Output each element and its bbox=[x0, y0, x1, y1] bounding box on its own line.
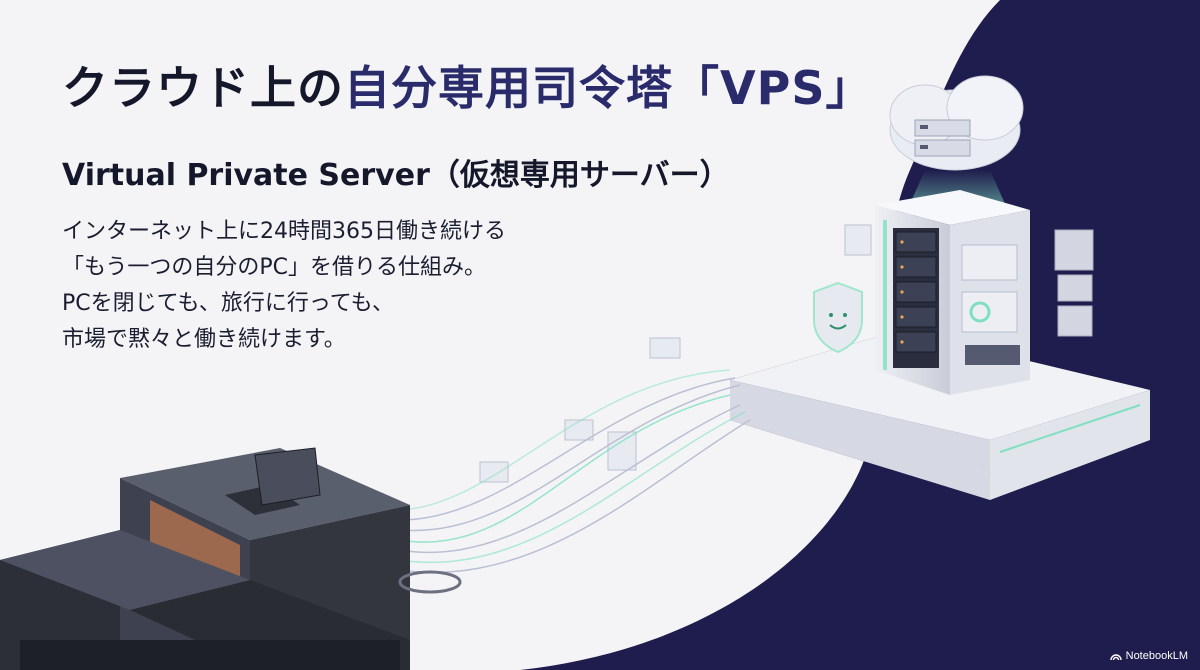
description-line: インターネット上に24時間365日働き続ける bbox=[62, 219, 506, 244]
brand-label: NotebookLM bbox=[1125, 650, 1188, 662]
title-accent: 自分専用司令塔「VPS」 bbox=[344, 61, 873, 115]
description-text: インターネット上に24時間365日働き続ける 「もう一つの自分のPC」を借りる仕… bbox=[62, 214, 506, 358]
page-title: クラウド上の自分専用司令塔「VPS」 bbox=[62, 52, 872, 118]
data-connection-lines bbox=[399, 369, 751, 574]
description-line: 「もう一つの自分のPC」を借りる仕組み。 bbox=[62, 255, 486, 280]
brand-watermark: NotebookLM bbox=[1109, 650, 1188, 662]
description-line: 市場で黙々と働き続けます。 bbox=[62, 327, 346, 352]
desk-with-laptop bbox=[0, 447, 462, 670]
server-tower bbox=[875, 190, 1030, 395]
description-line: PCを閉じても、旅行に行っても、 bbox=[62, 291, 395, 316]
title-prefix: クラウド上の bbox=[62, 61, 344, 115]
shield-smile-icon bbox=[813, 281, 863, 354]
cloud-server-icon bbox=[889, 75, 1024, 171]
notebooklm-logo-icon bbox=[1109, 653, 1122, 660]
page-subtitle: Virtual Private Server（仮想専用サーバー） bbox=[62, 158, 730, 193]
